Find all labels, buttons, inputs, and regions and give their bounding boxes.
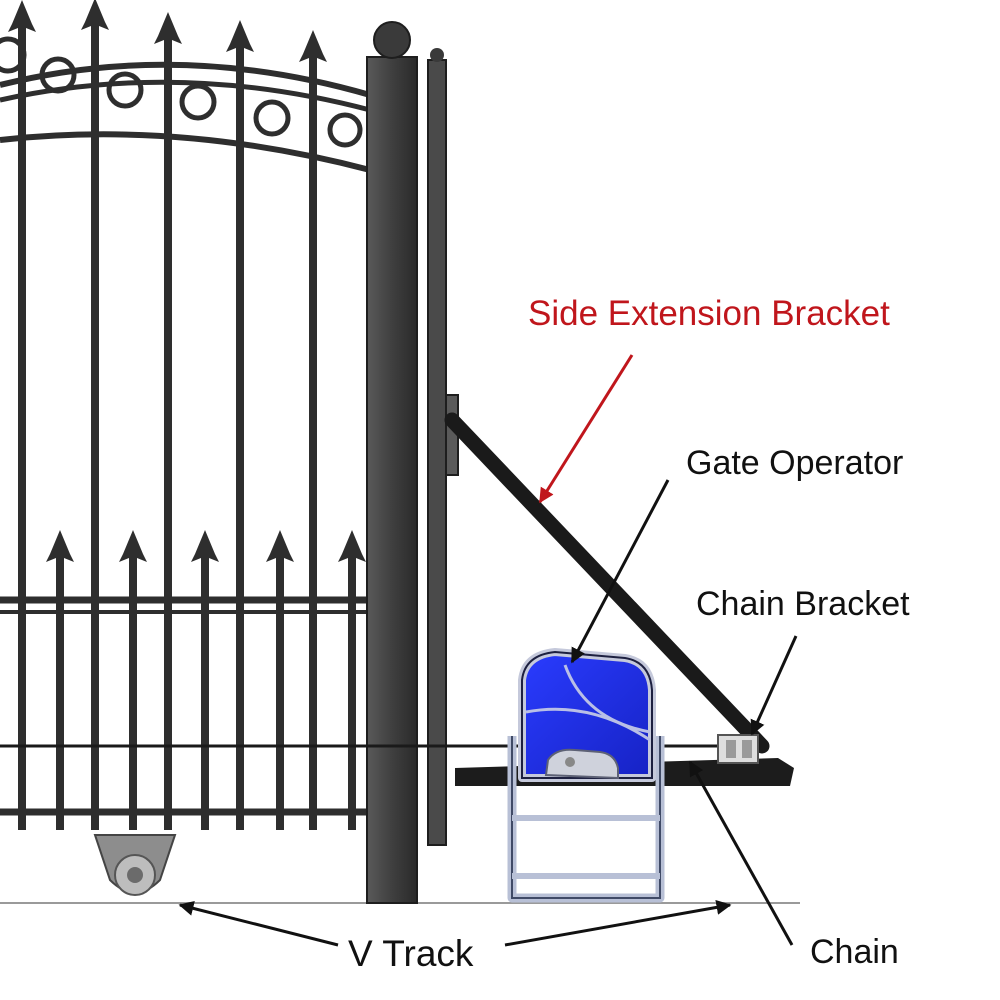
- gate-bar-finial: [226, 20, 254, 58]
- gate-post: [366, 21, 418, 904]
- gate-bar-finial: [8, 0, 36, 38]
- gate-bar-finial: [154, 12, 182, 50]
- side-extension-bracket: [444, 394, 770, 754]
- side-post: [427, 48, 447, 846]
- gate-bar-short: [56, 560, 64, 830]
- arrow-chain: [688, 760, 794, 946]
- gate-bar-short: [276, 560, 284, 830]
- arrow-v-track-left: [178, 901, 339, 947]
- gate-bar-short: [129, 560, 137, 830]
- arrow-side-extension-bracket: [538, 354, 634, 504]
- chain-label: Chain: [810, 933, 899, 971]
- gate-operator-unit: [507, 648, 665, 903]
- side-extension-bracket-label: Side Extension Bracket: [528, 294, 890, 333]
- arrow-chain-bracket: [750, 635, 798, 736]
- gate-bar-finial: [299, 30, 327, 68]
- gate-bar-finial: [191, 530, 219, 568]
- label-arrows: [178, 354, 798, 947]
- gate-bar-tall: [18, 30, 26, 830]
- gate-bar-finial: [46, 530, 74, 568]
- gate-wheel: [93, 834, 177, 896]
- gate-bar-tall: [91, 28, 99, 830]
- gate-bar-tall: [309, 60, 317, 830]
- gate-bar-short: [348, 560, 356, 830]
- arrow-gate-operator: [570, 479, 670, 664]
- chain-bracket-label: Chain Bracket: [696, 585, 910, 623]
- gate-bar-tall: [236, 50, 244, 830]
- gate-upper-ornament: [0, 36, 371, 173]
- gate-lower-rails: [0, 596, 370, 816]
- v-track-label: V Track: [348, 933, 474, 974]
- gate-bar-tall: [164, 42, 172, 830]
- gate-bar-finial: [266, 530, 294, 568]
- gate-bar-finial: [338, 530, 366, 568]
- gate-bar-short: [201, 560, 209, 830]
- gate-operator-label: Gate Operator: [686, 444, 904, 482]
- arrow-v-track-right: [504, 899, 732, 947]
- chain-bracket-hardware: [717, 734, 759, 764]
- gate-bar-finial: [119, 530, 147, 568]
- gate-bars: [8, 0, 366, 830]
- gate-bar-finial: [81, 0, 109, 36]
